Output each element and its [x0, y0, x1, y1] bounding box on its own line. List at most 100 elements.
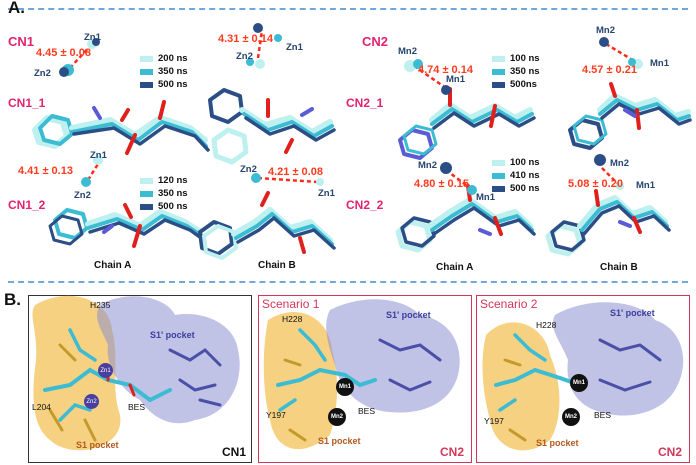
s1-prime-pocket-label: S1' pocket [386, 310, 431, 320]
mn-label: Mn2 [596, 25, 615, 36]
cn2-corner-label: CN2 [440, 445, 465, 459]
panel-a-structures [32, 23, 692, 260]
top-divider [8, 8, 688, 10]
residue-label: L204 [32, 402, 51, 412]
cn1-box [28, 295, 252, 463]
panel-b-pockets [32, 295, 684, 451]
legend-swatch [492, 81, 505, 88]
structure-cn1-1-a [32, 100, 210, 155]
chain-label: Chain A [94, 260, 132, 271]
legend-entry: 500 ns [158, 201, 188, 212]
zn-label: Zn2 [236, 51, 253, 62]
legend-swatch [492, 159, 505, 166]
mn-label: Mn2 [418, 160, 437, 171]
mn1-sphere: Mn1 [336, 378, 354, 396]
legend-entry: 200 ns [158, 53, 188, 64]
residue-label: Y197 [266, 410, 286, 420]
structure-cn1-2-a [48, 203, 206, 248]
legend-swatch [140, 55, 153, 62]
legend-swatch [140, 177, 153, 184]
distance-cn2-1-a: 4.74 ± 0.14 [418, 64, 473, 76]
structure-cn2-1-a [398, 87, 536, 160]
mn2-sphere: Mn2 [562, 408, 580, 426]
cn2-title: CN2 [362, 34, 389, 49]
legend-cn1-1: 200 ns 350 ns 500 ns [140, 52, 188, 91]
zn-label: Zn1 [90, 150, 107, 161]
s1-prime-pocket-label: S1' pocket [150, 330, 195, 340]
distance-cn1-2-a: 4.41 ± 0.13 [18, 165, 73, 177]
structure-cn2-2-a [395, 184, 536, 253]
structure-cn2-2-b [545, 189, 671, 257]
mn-label: Mn1 [476, 192, 495, 203]
zn-label: Zn1 [318, 188, 335, 199]
metal-pairs [59, 23, 643, 195]
legend-entry: 500ns [510, 79, 537, 90]
panel-b-letter: B. [4, 290, 21, 309]
legend-entry: 350 ns [510, 66, 540, 77]
middle-divider [8, 281, 688, 283]
chain-label: Chain A [436, 262, 474, 273]
legend-swatch [140, 190, 153, 197]
distance-cn1-1-a: 4.45 ± 0.08 [36, 47, 91, 59]
scenario2-title: Scenario 2 [480, 297, 538, 311]
ligand-label: BES [128, 402, 146, 412]
zn-label: Zn1 [286, 42, 303, 53]
legend-swatch [492, 172, 505, 179]
distance-cn2-2-b: 5.08 ± 0.20 [568, 178, 623, 190]
legend-entry: 100 ns [510, 157, 540, 168]
structure-cn1-2-b [198, 191, 336, 260]
mn-label: Mn1 [636, 180, 655, 191]
zn-label: Zn2 [74, 190, 91, 201]
structure-cn1-1-b [208, 88, 336, 165]
mn1-sphere: Mn1 [570, 374, 588, 392]
legend-swatch [140, 81, 153, 88]
zn-label: Zn2 [34, 68, 51, 79]
chain-label: Chain B [600, 262, 638, 273]
s1-pocket-label: S1 pocket [536, 438, 579, 448]
chain-label: Chain B [258, 260, 296, 271]
legend-swatch [492, 55, 505, 62]
distance-cn1-2-b: 4.21 ± 0.08 [268, 166, 323, 178]
panel-a-letter: A. [8, 0, 25, 17]
legend-swatch [140, 68, 153, 75]
mn2-sphere: Mn2 [328, 408, 346, 426]
zn-label: Zn2 [240, 164, 257, 175]
cn2-1-label: CN2_1 [346, 96, 384, 110]
mn-label: Mn1 [446, 74, 465, 85]
legend-cn2-2: 100 ns 410 ns 500 ns [492, 156, 540, 195]
zn1-sphere: Zn1 [98, 363, 113, 378]
legend-entry: 350 ns [158, 188, 188, 199]
scenario1-box [258, 295, 472, 463]
residue-label: H228 [282, 314, 303, 324]
legend-swatch [140, 203, 153, 210]
ligand-label: BES [358, 406, 376, 416]
s1-pocket-label: S1 pocket [318, 436, 361, 446]
cn2-corner-label: CN2 [658, 445, 683, 459]
distance-cn2-1-b: 4.57 ± 0.21 [582, 64, 637, 76]
scenario2-box [476, 295, 690, 463]
zn-label: Zn1 [84, 32, 101, 43]
legend-entry: 350 ns [158, 66, 188, 77]
legend-entry: 120 ns [158, 175, 188, 186]
legend-entry: 100 ns [510, 53, 540, 64]
distance-cn1-1-b: 4.31 ± 0.14 [218, 33, 273, 45]
cn1-1-label: CN1_1 [8, 96, 46, 110]
scenario1-title: Scenario 1 [262, 297, 320, 311]
distance-cn2-2-a: 4.80 ± 0.15 [414, 178, 469, 190]
legend-entry: 410 ns [510, 170, 540, 181]
residue-label: H235 [90, 300, 111, 310]
ligand-label: BES [594, 410, 612, 420]
legend-swatch [492, 68, 505, 75]
cn1-corner-label: CN1 [222, 445, 247, 459]
structure-cn2-1-b [568, 82, 692, 150]
legend-entry: 500 ns [510, 183, 540, 194]
legend-swatch [492, 185, 505, 192]
cn1-2-label: CN1_2 [8, 198, 46, 212]
legend-entry: 500 ns [158, 79, 188, 90]
cn2-2-label: CN2_2 [346, 198, 384, 212]
s1-prime-pocket-label: S1' pocket [610, 308, 655, 318]
s1-pocket-label: S1 pocket [76, 440, 119, 450]
cn1-title: CN1 [8, 34, 35, 49]
zn2-sphere: Zn2 [84, 394, 99, 409]
residue-label: Y197 [484, 416, 504, 426]
